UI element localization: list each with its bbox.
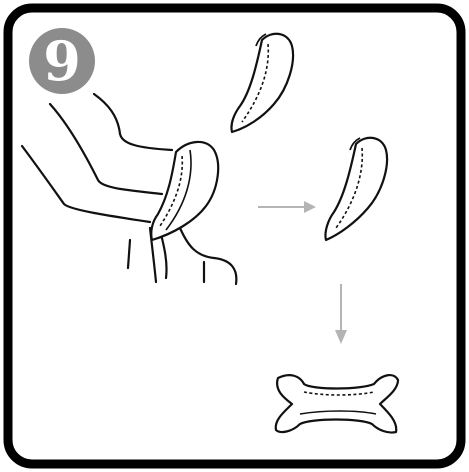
- step-number: 9: [43, 29, 81, 93]
- step-badge: 9: [29, 28, 95, 94]
